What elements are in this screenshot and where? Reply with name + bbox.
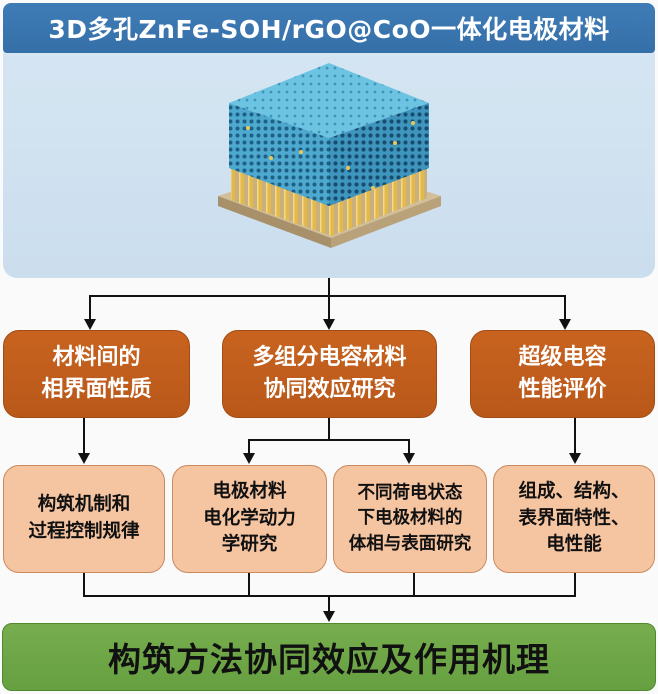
material-image-panel bbox=[3, 48, 655, 278]
box-construction-mechanism: 构筑机制和 过程控制规律 bbox=[3, 465, 165, 573]
arrow-down-icon bbox=[559, 319, 571, 330]
title-text: 3D多孔ZnFe-SOH/rGO@CoO一体化电极材料 bbox=[48, 15, 610, 44]
box-label: 不同荷电状态 下电极材料的 体相与表面研究 bbox=[348, 482, 472, 554]
arrow-down-icon bbox=[78, 453, 90, 464]
arrow-down-icon bbox=[323, 611, 335, 622]
title-bar: 3D多孔ZnFe-SOH/rGO@CoO一体化电极材料 bbox=[3, 3, 655, 53]
box-label: 组成、结构、 表界面特性、 电性能 bbox=[518, 480, 630, 556]
arrow-down-icon bbox=[569, 453, 581, 464]
box-label: 构筑机制和 过程控制规律 bbox=[28, 494, 140, 542]
connector-line bbox=[328, 595, 330, 612]
arrow-down-icon bbox=[243, 453, 255, 464]
arrow-down-icon bbox=[323, 319, 335, 330]
connector-line bbox=[83, 573, 85, 596]
connector-line bbox=[248, 573, 250, 596]
box-label: 超级电容 性能评价 bbox=[518, 345, 607, 402]
box-supercap-evaluation: 超级电容 性能评价 bbox=[470, 330, 655, 418]
arrow-down-icon bbox=[84, 319, 96, 330]
connector-line bbox=[83, 418, 85, 454]
connector-line bbox=[328, 278, 330, 296]
box-synergy-study: 多组分电容材料 协同效应研究 bbox=[222, 330, 437, 418]
connector-line bbox=[248, 439, 410, 441]
connector-line bbox=[248, 439, 250, 454]
connector-line bbox=[89, 295, 566, 297]
connector-line bbox=[408, 439, 410, 454]
box-label: 材料间的 相界面性质 bbox=[41, 345, 152, 402]
porous-electrode-illustration bbox=[218, 63, 441, 248]
box-label: 多组分电容材料 协同效应研究 bbox=[252, 345, 407, 402]
connector-line bbox=[413, 573, 415, 596]
box-charge-state-study: 不同荷电状态 下电极材料的 体相与表面研究 bbox=[333, 465, 487, 573]
connector-line bbox=[564, 295, 566, 320]
connector-line bbox=[574, 418, 576, 454]
box-interface-properties: 材料间的 相界面性质 bbox=[3, 330, 190, 418]
box-electrochemical-kinetics: 电极材料 电化学动力 学研究 bbox=[172, 465, 327, 573]
connector-line bbox=[89, 295, 91, 320]
box-label: 电极材料 电化学动力 学研究 bbox=[203, 480, 296, 556]
connector-line bbox=[328, 295, 330, 320]
connector-line bbox=[574, 573, 576, 596]
arrow-down-icon bbox=[403, 453, 415, 464]
conclusion-bar: 构筑方法协同效应及作用机理 bbox=[2, 623, 656, 691]
box-composition-structure: 组成、结构、 表界面特性、 电性能 bbox=[493, 465, 655, 573]
connector-line bbox=[328, 418, 330, 440]
conclusion-text: 构筑方法协同效应及作用机理 bbox=[108, 640, 550, 679]
